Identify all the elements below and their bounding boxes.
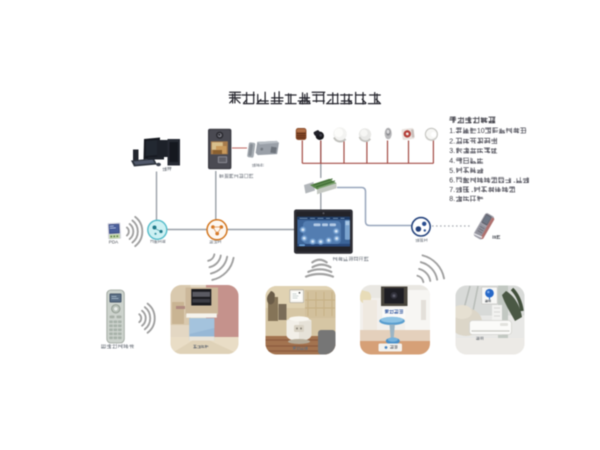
- svg-text:PDA: PDA: [109, 239, 119, 244]
- svg-text:1.: 1.: [449, 128, 455, 135]
- svg-text:7.: 7.: [449, 187, 455, 194]
- svg-text:6.: 6.: [449, 178, 455, 185]
- svg-text:10: 10: [477, 128, 485, 135]
- svg-text:2.: 2.: [449, 138, 455, 145]
- svg-text:4.: 4.: [449, 158, 455, 165]
- svg-text:8.: 8.: [449, 196, 455, 203]
- svg-text:5.: 5.: [449, 168, 455, 175]
- svg-text:3.: 3.: [449, 148, 455, 155]
